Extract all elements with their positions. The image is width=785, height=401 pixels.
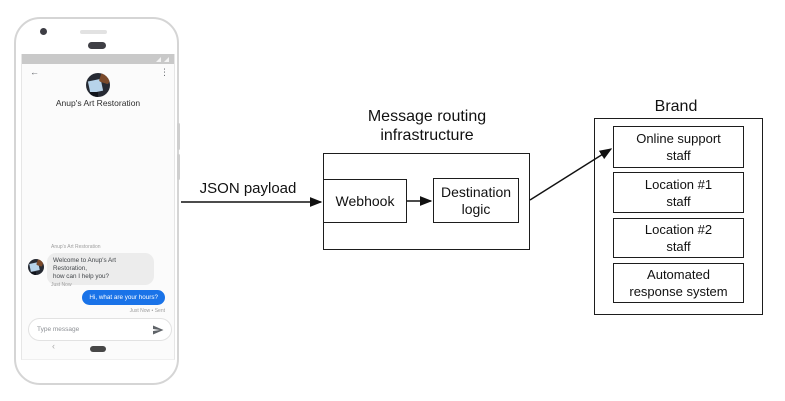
phone-screen: ← ⋮ Anup's Art Restoration Anup's Art Re… xyxy=(21,54,175,360)
front-camera-icon xyxy=(40,28,47,35)
message-composer[interactable] xyxy=(28,318,172,341)
power-button xyxy=(177,123,180,150)
conversation-title: Anup's Art Restoration xyxy=(55,98,141,108)
volume-button xyxy=(177,154,180,180)
nav-back-icon[interactable]: ‹ xyxy=(52,341,55,351)
phone-mockup: ← ⋮ Anup's Art Restoration Anup's Art Re… xyxy=(14,17,180,385)
avatar-art xyxy=(30,271,37,275)
signal-icon xyxy=(156,57,161,62)
avatar-art xyxy=(90,92,99,97)
webhook-node: Webhook xyxy=(323,179,407,223)
brand-avatar xyxy=(86,73,110,97)
received-message-bubble: Welcome to Anup's Art Restoration, how c… xyxy=(47,253,154,285)
send-icon[interactable] xyxy=(152,324,164,336)
status-bar xyxy=(22,54,174,64)
nav-home-pill[interactable] xyxy=(90,346,106,352)
infrastructure-title: Message routing infrastructure xyxy=(367,108,487,144)
destination-logic-node: Destination logic xyxy=(433,178,519,223)
sent-timestamp: Just Now • Sent xyxy=(129,308,165,314)
arrow-label-json-payload: JSON payload xyxy=(199,180,297,197)
received-timestamp: Just Now xyxy=(51,282,72,288)
brand-title: Brand xyxy=(654,98,698,115)
overflow-menu-icon[interactable]: ⋮ xyxy=(160,67,169,77)
automated-response-system-node: Automated response system xyxy=(613,263,744,303)
location-1-staff-node: Location #1 staff xyxy=(613,172,744,213)
earpiece xyxy=(88,42,106,49)
back-icon[interactable]: ← xyxy=(30,67,39,77)
sender-label: Anup's Art Restoration xyxy=(51,244,101,250)
speaker-slot xyxy=(80,30,107,34)
message-avatar xyxy=(28,259,44,275)
battery-icon xyxy=(164,57,169,62)
sent-message-bubble: Hi, what are your hours? xyxy=(82,290,165,305)
online-support-staff-node: Online support staff xyxy=(613,126,744,168)
location-2-staff-node: Location #2 staff xyxy=(613,218,744,258)
message-input[interactable] xyxy=(37,320,147,339)
avatar-art xyxy=(36,259,44,267)
